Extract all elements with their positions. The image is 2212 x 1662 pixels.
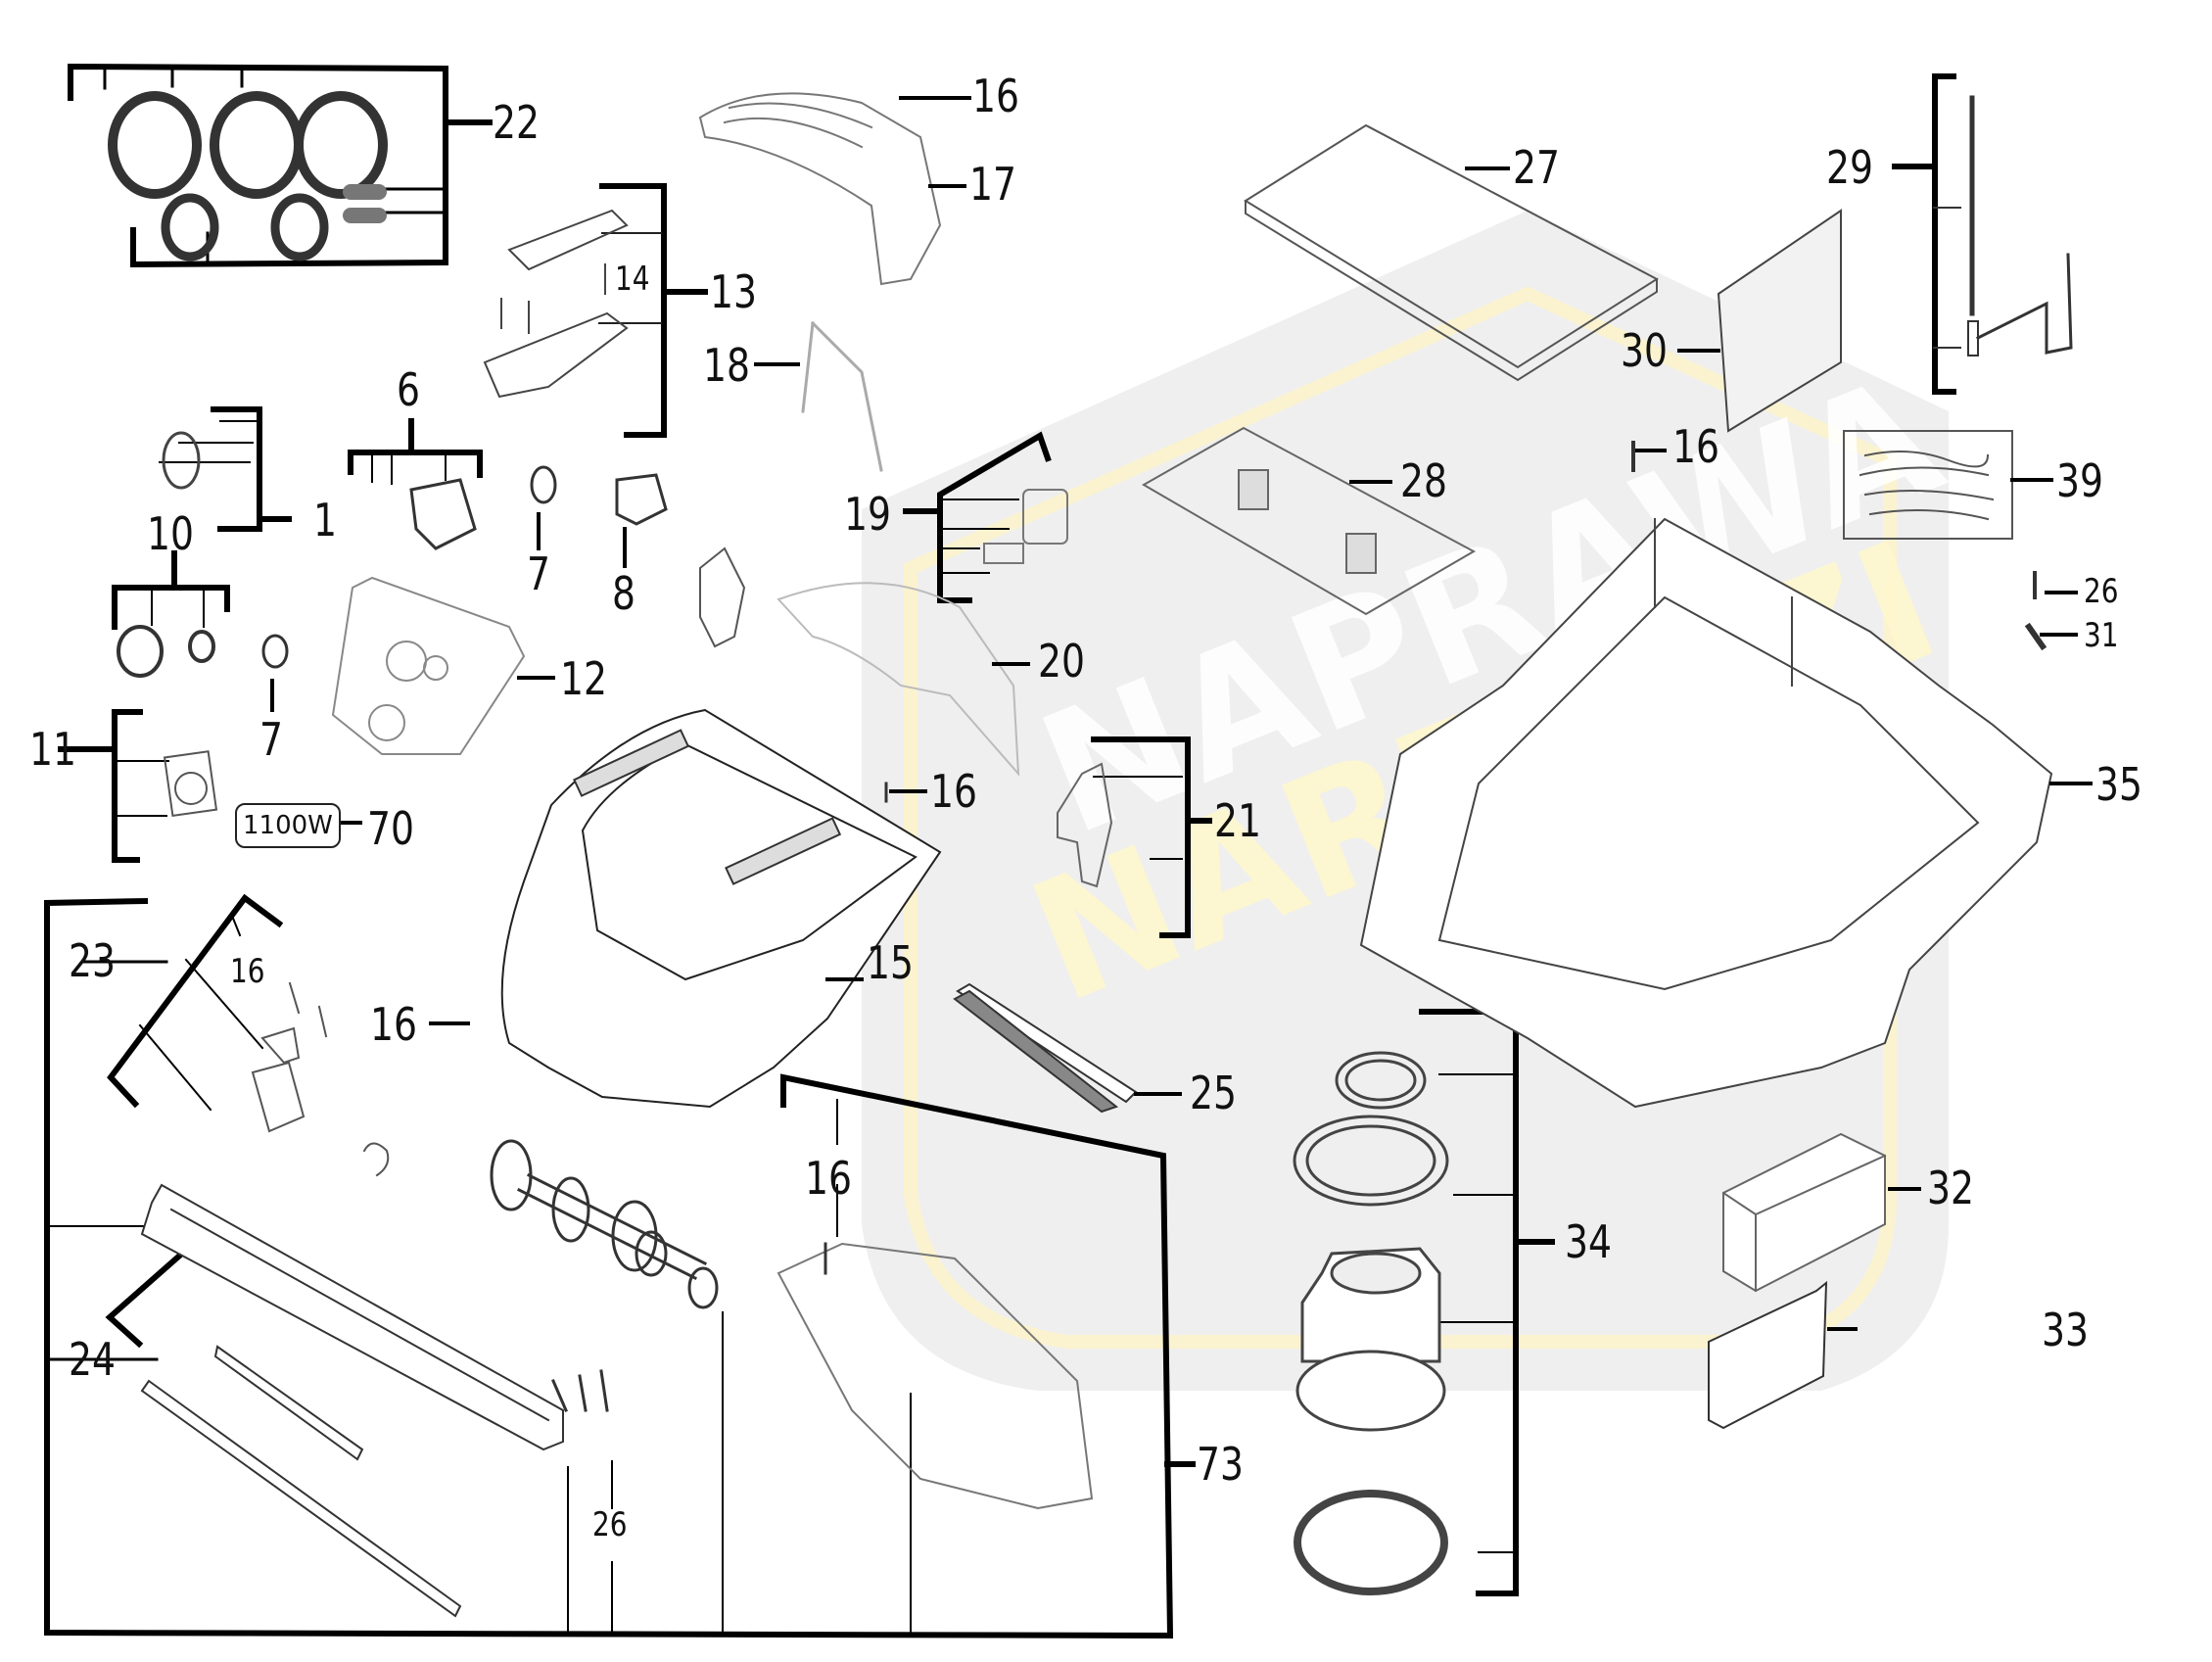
callout-24: 24	[69, 1333, 117, 1386]
callout-70: 70	[367, 802, 415, 855]
callout-6: 6	[397, 363, 421, 416]
callout-16-b: 16	[1672, 420, 1720, 473]
callout-32: 32	[1927, 1162, 1975, 1214]
panel-12	[331, 576, 555, 755]
handle-13	[483, 209, 629, 399]
felt-39	[1843, 430, 2053, 540]
callout-29: 29	[1826, 141, 1874, 194]
callout-16-e: 16	[370, 998, 418, 1051]
callout-30: 30	[1621, 324, 1669, 377]
callout-21: 21	[1214, 794, 1262, 847]
callout-15: 15	[867, 936, 915, 989]
grille-17	[698, 92, 971, 286]
callout-16: 16	[972, 70, 1020, 122]
callout-16-d: 16	[230, 952, 265, 991]
callout-11: 11	[29, 723, 77, 776]
callout-33: 33	[2042, 1304, 2090, 1356]
callout-73: 73	[1197, 1438, 1245, 1491]
callout-20: 20	[1038, 635, 1086, 688]
callout-35: 35	[2095, 758, 2143, 811]
motor-34	[1293, 1051, 1449, 1595]
roller-assembly	[490, 1139, 719, 1309]
base-35	[1359, 517, 2093, 1109]
callout-34: 34	[1565, 1215, 1613, 1268]
callout-16-f: 16	[805, 1152, 853, 1205]
bracket-73	[44, 897, 1196, 1639]
bracket-29	[1892, 73, 1956, 395]
callout-23: 23	[69, 934, 117, 987]
callout-27: 27	[1513, 141, 1561, 194]
callout-19: 19	[844, 488, 892, 541]
callout-14: 14	[615, 260, 650, 299]
callout-28: 28	[1400, 454, 1448, 507]
plate-28	[1141, 426, 1477, 616]
cover-73	[777, 1242, 1094, 1510]
callout-26: 26	[2084, 572, 2119, 611]
seals-22	[108, 91, 388, 261]
nozzle-assembly	[140, 1183, 564, 1618]
bracket-13	[599, 183, 708, 438]
callout-13: 13	[710, 265, 758, 318]
callout-1: 1	[313, 494, 338, 546]
bracket-1	[211, 406, 292, 532]
callout-12: 12	[560, 652, 608, 705]
callout-7: 7	[527, 547, 551, 600]
bracket-21	[1091, 736, 1212, 938]
bracket-23	[107, 893, 284, 1109]
filter-25	[953, 982, 1182, 1114]
callout-39: 39	[2056, 454, 2104, 507]
bracket-6	[348, 418, 483, 478]
pcb-30	[1677, 209, 1842, 433]
callout-17: 17	[969, 158, 1017, 211]
plate-27	[1244, 123, 1659, 382]
callout-31: 31	[2084, 616, 2119, 655]
cover-20	[777, 582, 1030, 777]
callout-7-lower: 7	[259, 713, 284, 766]
grille-33	[1708, 1280, 1858, 1430]
callout-16-c: 16	[930, 765, 978, 818]
hose-18	[754, 320, 883, 472]
callout-18: 18	[703, 339, 751, 392]
housing-15	[500, 708, 942, 1109]
callout-8: 8	[612, 567, 636, 620]
callout-22: 22	[493, 96, 541, 149]
bracket-19	[903, 431, 1052, 603]
callout-10: 10	[147, 507, 195, 560]
box-32	[1721, 1132, 1921, 1293]
callout-26-b: 26	[592, 1505, 628, 1544]
bracket-11	[58, 709, 143, 863]
callout-25: 25	[1190, 1067, 1238, 1119]
sensor-29	[1933, 95, 2073, 356]
bracket-34	[1419, 1009, 1555, 1596]
power-rating-badge: 1100W	[235, 803, 341, 848]
bracket-10	[112, 550, 230, 630]
